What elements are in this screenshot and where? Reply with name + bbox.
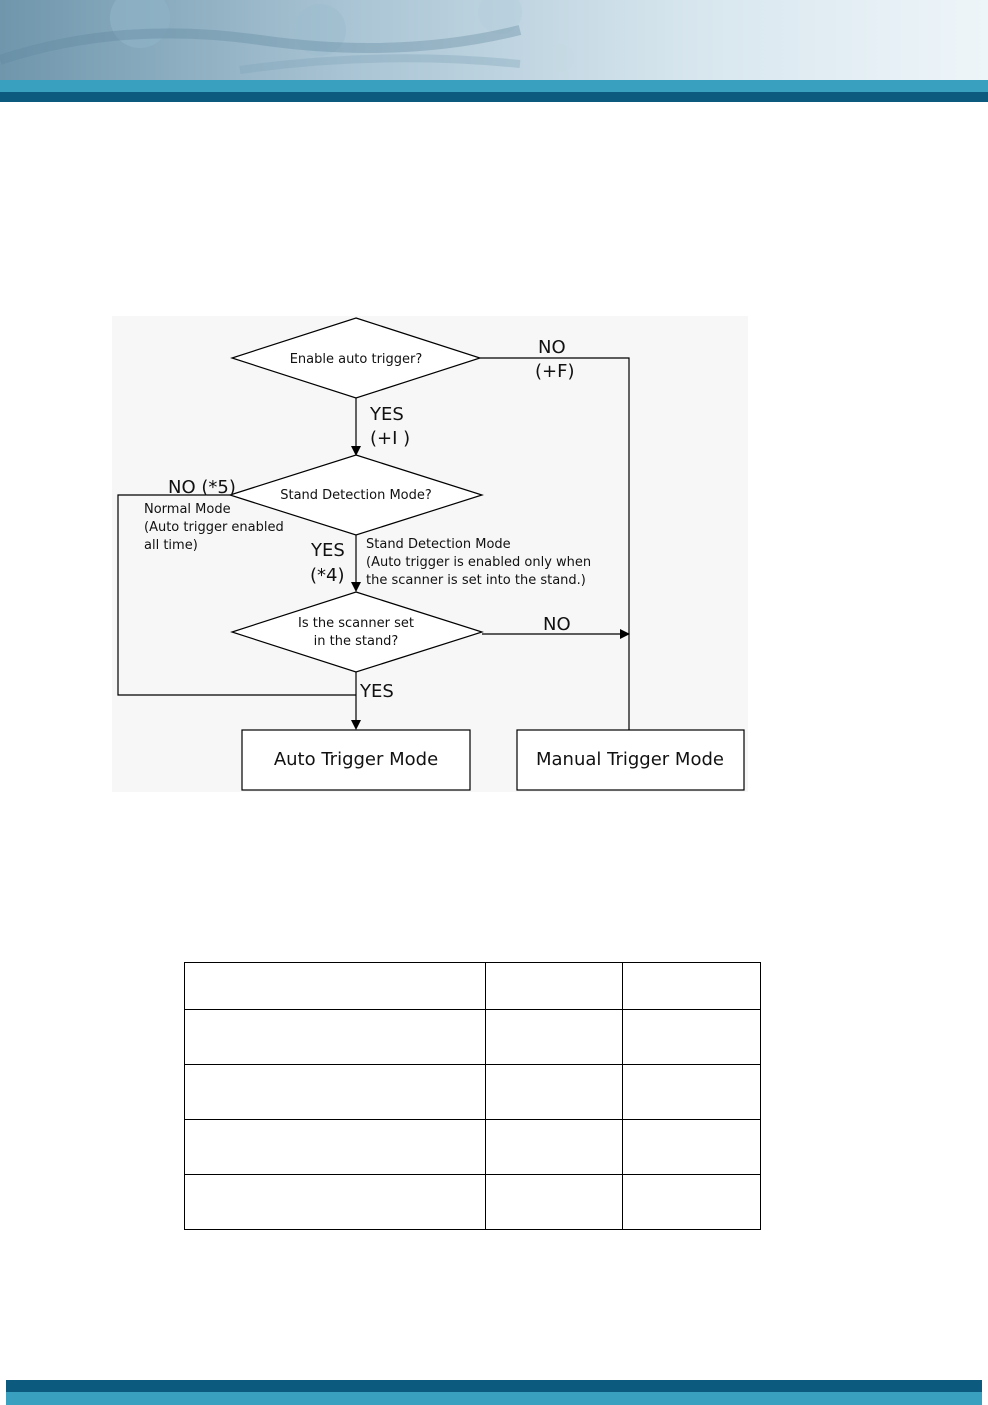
normal-mode-line3: all time) xyxy=(144,538,198,553)
no1-label: NO xyxy=(538,337,566,358)
stand-mode-line2: (Auto trigger is enabled only when xyxy=(366,555,591,570)
table-cell xyxy=(622,962,761,1010)
table-row xyxy=(184,962,761,1010)
settings-table xyxy=(184,962,761,1230)
no-path-line xyxy=(480,357,630,730)
flowchart: Enable auto trigger? NO (+F) YES (+I ) S… xyxy=(112,316,748,792)
decision2-label: Stand Detection Mode? xyxy=(280,488,432,503)
table-cell xyxy=(184,962,486,1010)
yes2-code: (*4) xyxy=(310,565,345,586)
table-cell xyxy=(622,1064,761,1120)
table-cell xyxy=(485,1064,623,1120)
table-cell xyxy=(485,962,623,1010)
no1-code: (+F) xyxy=(535,361,574,382)
table-row xyxy=(184,1009,761,1065)
normal-mode-line1: Normal Mode xyxy=(144,502,231,517)
yes2-label: YES xyxy=(310,540,345,561)
table-cell xyxy=(485,1119,623,1175)
table-cell xyxy=(184,1009,486,1065)
table-row xyxy=(184,1064,761,1120)
manual-trigger-mode-box xyxy=(516,729,745,791)
no2-label: NO (*5) xyxy=(168,477,236,498)
flowchart-diagram: Enable auto trigger? NO (+F) YES (+I ) S… xyxy=(117,317,745,791)
decision1-label: Enable auto trigger? xyxy=(290,352,423,367)
table-cell xyxy=(184,1064,486,1120)
auto-trigger-mode-box xyxy=(241,729,471,791)
table-cell xyxy=(184,1119,486,1175)
manual-trigger-mode-label: Manual Trigger Mode xyxy=(536,749,724,770)
table-cell xyxy=(485,1174,623,1230)
decision-scanner-in-stand xyxy=(230,591,484,673)
table-row xyxy=(184,1174,761,1230)
no2-path-line xyxy=(117,494,356,696)
no3-label: NO xyxy=(543,614,571,635)
stand-mode-line3: the scanner is set into the stand.) xyxy=(366,573,586,588)
decision3-line2: in the stand? xyxy=(314,634,399,649)
yes1-label: YES xyxy=(369,404,404,425)
table-cell xyxy=(622,1009,761,1065)
table-cell xyxy=(184,1174,486,1230)
table-row xyxy=(184,1119,761,1175)
footer-band xyxy=(0,1378,988,1405)
stand-mode-line1: Stand Detection Mode xyxy=(366,537,511,552)
normal-mode-line2: (Auto trigger enabled xyxy=(144,520,284,535)
table-cell xyxy=(622,1174,761,1230)
decision3-line1: Is the scanner set xyxy=(298,616,414,631)
yes3-label: YES xyxy=(359,681,394,702)
header-banner xyxy=(0,0,988,102)
yes1-code: (+I ) xyxy=(370,428,410,449)
table-cell xyxy=(485,1009,623,1065)
auto-trigger-mode-label: Auto Trigger Mode xyxy=(274,749,438,770)
table-cell xyxy=(622,1119,761,1175)
